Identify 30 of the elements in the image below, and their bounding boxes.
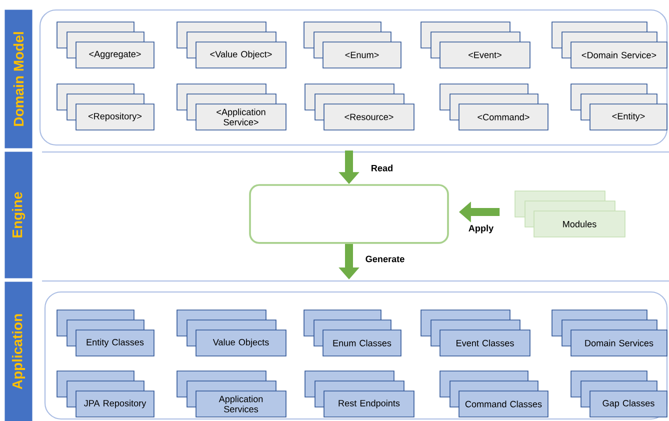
stacked-box: <Application Service> (176, 84, 286, 130)
stacked-box: <Entity> (570, 84, 668, 130)
edge-label: Apply (468, 224, 494, 234)
group-frame (44, 291, 668, 420)
stacked-box: <Value Object> (176, 22, 286, 68)
stacked-box: Event Classes (420, 310, 530, 356)
band-label: Engine (4, 152, 32, 278)
stacked-box: <Command> (440, 84, 548, 130)
stacked-box: Gap Classes (570, 370, 668, 418)
edge-label: Read (372, 164, 392, 172)
stacked-box: <Resource> (304, 84, 414, 130)
stacked-box: JPA Repository (56, 370, 154, 418)
stacked-box: <Aggregate> (56, 22, 154, 68)
stacked-box: Entity Classes (56, 310, 154, 356)
group-frame (39, 9, 668, 146)
stacked-box: <Enum> (304, 22, 402, 68)
stacked-box: Value Objects (176, 310, 286, 356)
stacked-box: Rest Endpoints (304, 370, 414, 418)
engine-box (249, 184, 449, 244)
band-label: Application (4, 282, 32, 421)
stacked-box: Application Services (176, 370, 286, 418)
edge-label: Generate (366, 256, 404, 262)
band-label: Domain Model (4, 10, 32, 148)
stacked-box: Modules (514, 190, 626, 238)
stacked-box: Domain Services (552, 310, 668, 356)
stacked-box: Enum Classes (304, 310, 402, 356)
stacked-box: <Domain Service> (552, 22, 668, 68)
stacked-box: <Repository> (56, 84, 154, 130)
stacked-box: Command Classes (440, 370, 548, 418)
stacked-box: <Event> (420, 22, 530, 68)
